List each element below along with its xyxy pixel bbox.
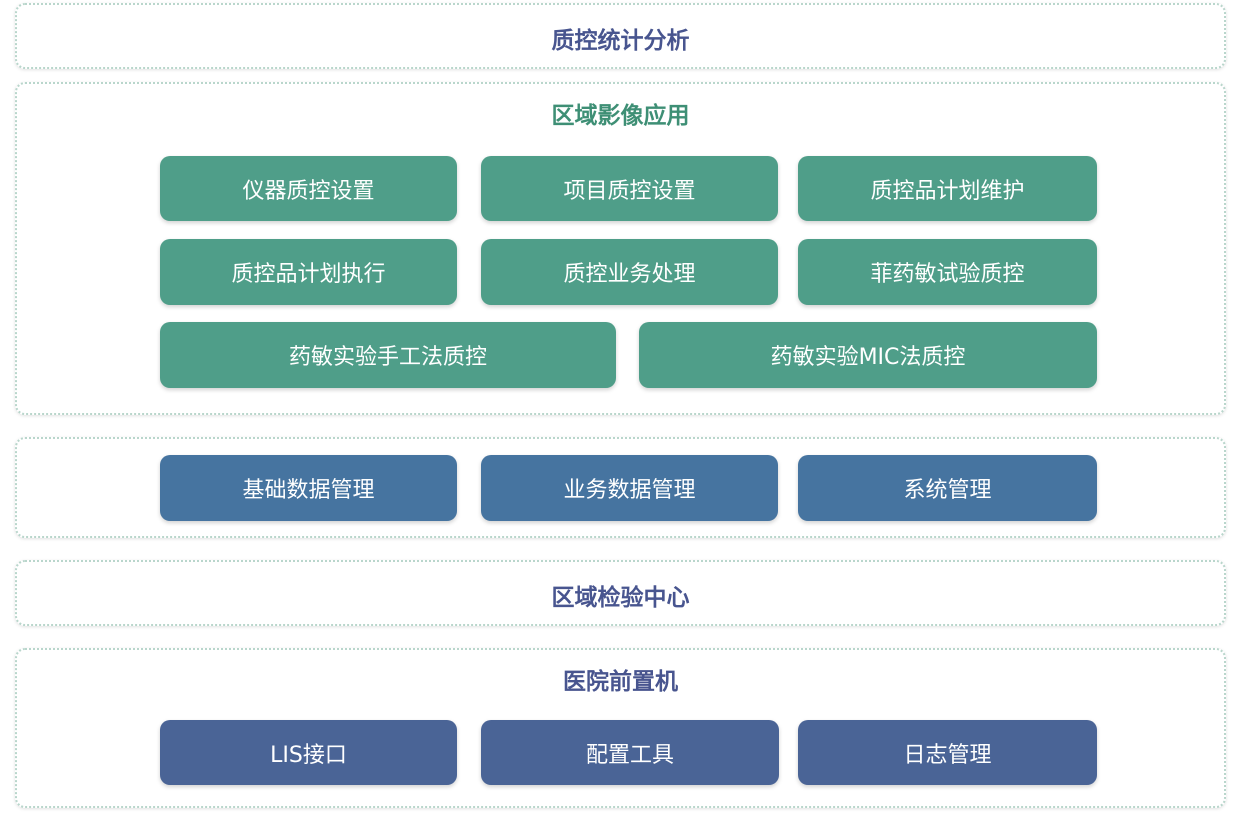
module-lis-interface[interactable]: LIS接口: [160, 720, 457, 785]
module-log-management[interactable]: 日志管理: [798, 720, 1097, 785]
module-susceptibility-mic-qc[interactable]: 药敏实验MIC法质控: [639, 322, 1097, 388]
module-basic-data-management[interactable]: 基础数据管理: [160, 455, 457, 521]
regional-lab-center-layer: 区域检验中心: [15, 560, 1226, 626]
module-susceptibility-manual-qc[interactable]: 药敏实验手工法质控: [160, 322, 616, 388]
hospital-front-title: 医院前置机: [563, 669, 678, 695]
module-qc-plan-maintenance[interactable]: 质控品计划维护: [798, 156, 1097, 221]
module-system-management[interactable]: 系统管理: [798, 455, 1097, 521]
module-qc-plan-execution[interactable]: 质控品计划执行: [160, 239, 457, 305]
module-non-susceptibility-qc[interactable]: 菲药敏试验质控: [798, 239, 1097, 305]
module-qc-business-processing[interactable]: 质控业务处理: [481, 239, 778, 305]
module-business-data-management[interactable]: 业务数据管理: [481, 455, 778, 521]
module-config-tool[interactable]: 配置工具: [481, 720, 779, 785]
module-item-qc-settings[interactable]: 项目质控设置: [481, 156, 778, 221]
module-instrument-qc-settings[interactable]: 仪器质控设置: [160, 156, 457, 221]
qc-stats-title: 质控统计分析: [551, 28, 690, 54]
regional-imaging-title: 区域影像应用: [551, 103, 690, 129]
regional-lab-center-title: 区域检验中心: [551, 585, 690, 611]
qc-stats-layer: 质控统计分析: [15, 3, 1226, 69]
